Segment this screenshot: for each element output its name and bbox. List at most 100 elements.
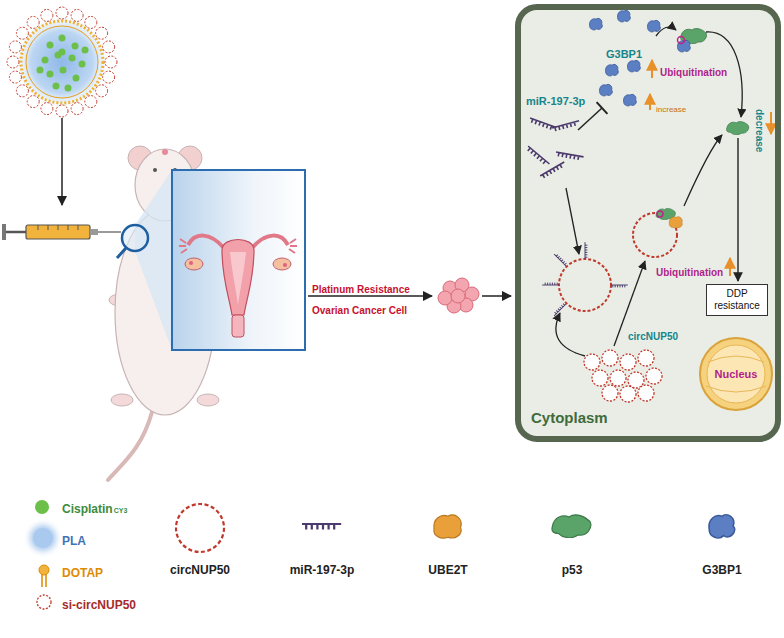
syringe bbox=[98, 231, 121, 232]
legend-item: miR-197-3p bbox=[262, 560, 382, 578]
cisplatin-dot bbox=[72, 43, 79, 50]
up-arrow bbox=[729, 258, 731, 276]
cell-panel: CytoplasmDDP resistanceNucleus bbox=[515, 4, 781, 442]
circrna-cluster bbox=[584, 350, 662, 402]
circrna-ube2t-complex bbox=[657, 211, 663, 217]
circrna-sponge bbox=[611, 285, 628, 287]
inhibition-line bbox=[578, 108, 602, 130]
ubiquitinated-complex bbox=[677, 29, 706, 52]
syringe bbox=[90, 229, 98, 235]
label-anchor: Ubiquitination bbox=[660, 62, 727, 80]
mouse bbox=[108, 412, 152, 480]
legend-item: circNUP50 bbox=[140, 560, 260, 578]
change-label: decrease bbox=[753, 109, 765, 152]
si-circ-ring bbox=[103, 41, 115, 53]
nucleoplasm bbox=[707, 345, 765, 403]
zoom-box bbox=[172, 170, 305, 350]
circrna-sponge bbox=[585, 242, 587, 259]
uterus bbox=[189, 261, 193, 265]
cisplatin-dot bbox=[60, 67, 67, 74]
node-text: Cytoplasm bbox=[531, 409, 608, 426]
circrna-cluster bbox=[646, 368, 662, 384]
g3bp1-protein bbox=[589, 18, 602, 30]
flow-arrow bbox=[737, 138, 738, 281]
flow-arrow bbox=[566, 188, 579, 254]
uterus bbox=[188, 236, 224, 248]
label-anchor: decrease bbox=[765, 104, 784, 122]
p53-protein bbox=[727, 122, 749, 135]
legend-item: si-circNUP50 bbox=[62, 595, 136, 613]
node-text: Nucleus bbox=[715, 368, 758, 380]
circrna-ube2t-complex bbox=[633, 208, 682, 257]
label-anchor: CY3 bbox=[114, 499, 128, 517]
mirna-icon bbox=[302, 524, 341, 530]
cisplatin-dot bbox=[82, 47, 89, 54]
molecule-label: G3BP1 bbox=[606, 48, 642, 61]
g3bp1-protein bbox=[627, 60, 640, 72]
inhibition-line bbox=[597, 102, 608, 114]
cisplatin-dot bbox=[47, 42, 54, 49]
si-circ-ring bbox=[105, 56, 117, 68]
process-label: Ubiquitination bbox=[656, 267, 723, 279]
magnifier bbox=[117, 225, 148, 258]
legend-text: G3BP1 bbox=[702, 563, 741, 577]
legend-swatch bbox=[33, 528, 53, 548]
si-circ-ring bbox=[71, 103, 83, 115]
cisplatin-dot bbox=[69, 55, 76, 62]
circrna-cluster bbox=[602, 350, 618, 366]
circrna-sponge bbox=[542, 283, 559, 285]
si-circ-ring bbox=[41, 103, 53, 115]
legend-item: p53 bbox=[512, 560, 632, 578]
si-circ-ring bbox=[7, 7, 117, 117]
flow-arrow bbox=[482, 295, 511, 297]
g3bp1-protein bbox=[589, 10, 660, 106]
uterus bbox=[222, 240, 254, 316]
si-circ-ring bbox=[96, 27, 108, 39]
si-circ-ring bbox=[56, 7, 68, 19]
si-circ-ring bbox=[56, 105, 68, 117]
up-arrow bbox=[649, 94, 651, 110]
si-circ-icon bbox=[37, 595, 51, 609]
g3bp1-protein bbox=[605, 64, 618, 76]
legend-text: si-circNUP50 bbox=[62, 598, 136, 612]
molecule-label: circNUP50 bbox=[628, 331, 678, 343]
cisplatin-dot bbox=[79, 61, 86, 68]
superscript-label: CY3 bbox=[114, 507, 128, 515]
ube2t-icon bbox=[434, 515, 461, 538]
circrna-sponge bbox=[611, 285, 628, 287]
circrna-cluster bbox=[638, 350, 654, 366]
mirna-strands bbox=[555, 152, 583, 161]
circrna-cluster bbox=[592, 370, 608, 386]
molecule-label: miR-197-3p bbox=[526, 95, 585, 108]
label-anchor: circNUP50 bbox=[628, 326, 678, 344]
mouse bbox=[153, 168, 157, 172]
cisplatin-dot bbox=[65, 85, 72, 92]
process-label: Ubiquitination bbox=[660, 67, 727, 79]
si-circ-ring bbox=[27, 96, 39, 108]
mirna-strands bbox=[555, 152, 583, 161]
mirna-strands bbox=[529, 118, 557, 131]
flow-arrow bbox=[308, 295, 432, 297]
flow-arrow bbox=[656, 27, 676, 36]
cisplatin-dot bbox=[53, 83, 60, 90]
circrna-sponge bbox=[554, 252, 568, 266]
si-circ-ring bbox=[7, 56, 19, 68]
mirna-strands bbox=[525, 146, 549, 167]
circrna-cluster bbox=[620, 354, 636, 370]
si-circ-ring bbox=[16, 27, 28, 39]
circrna-cluster bbox=[638, 385, 654, 401]
si-circ-ring bbox=[96, 85, 108, 97]
arrow-caption: Ovarian Cancer Cell bbox=[312, 305, 407, 317]
legend-text: DOTAP bbox=[62, 566, 103, 580]
g3bp1-protein bbox=[599, 84, 612, 96]
mouse bbox=[162, 149, 168, 155]
dotap-icon bbox=[42, 574, 46, 587]
liposome-nanoparticle bbox=[7, 7, 117, 117]
mirna-strands bbox=[540, 162, 566, 179]
liposome-nanoparticle bbox=[18, 18, 106, 106]
si-circ-ring bbox=[85, 96, 97, 108]
si-circ-ring bbox=[41, 9, 53, 21]
flow-arrow bbox=[61, 118, 63, 205]
cancer-cell-cluster bbox=[451, 289, 465, 303]
